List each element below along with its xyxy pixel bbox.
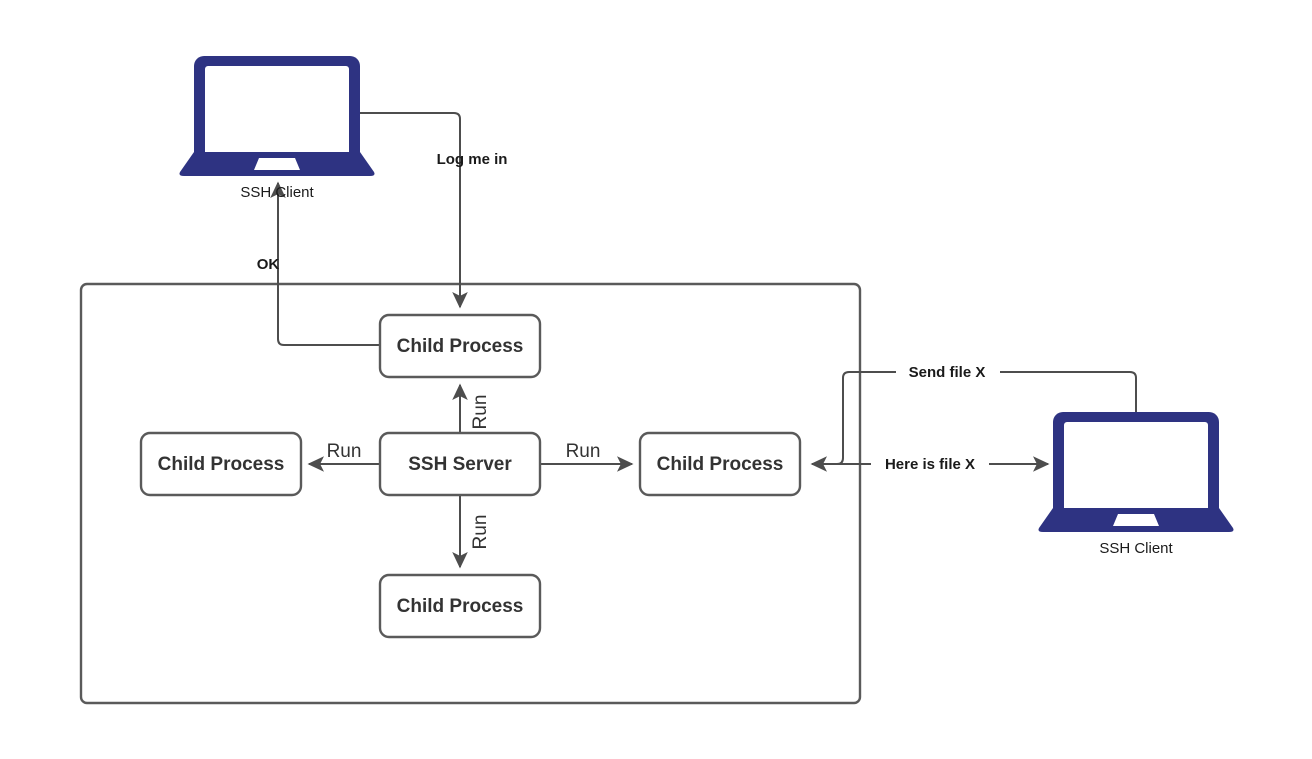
node-ssh-server[interactable]: SSH Server xyxy=(378,431,542,497)
label-mask-here xyxy=(871,454,989,474)
edge-here-is-file-x: Here is file X xyxy=(810,454,1050,474)
node-child-top[interactable]: Child Process xyxy=(378,313,542,379)
label-mask-send xyxy=(896,362,1000,382)
edge-label-run-down: Run xyxy=(470,515,491,550)
edge-run-left: Run xyxy=(307,441,380,472)
node-child-bottom[interactable]: Child Process xyxy=(378,573,542,639)
node-child-right-label: Child Process xyxy=(657,454,784,475)
node-child-left[interactable]: Child Process xyxy=(139,431,303,497)
laptop-icon-left[interactable]: SSH Client xyxy=(179,56,375,201)
edge-label-run-right: Run xyxy=(566,441,601,462)
edge-run-right: Run xyxy=(540,441,634,472)
node-ssh-server-label: SSH Server xyxy=(408,454,512,475)
node-child-left-label: Child Process xyxy=(158,454,285,475)
node-child-left-rect[interactable] xyxy=(139,431,303,497)
laptop-notch-right xyxy=(1113,514,1159,526)
laptop-screen-right xyxy=(1064,422,1208,518)
node-child-top-rect[interactable] xyxy=(378,313,542,379)
edge-label-log-me-in: Log me in xyxy=(437,151,508,168)
edge-label-run-up: Run xyxy=(470,395,491,430)
edge-label-run-left: Run xyxy=(327,441,362,462)
node-child-bottom-label: Child Process xyxy=(397,596,524,617)
edge-ok: OK xyxy=(257,181,380,346)
device-caption-right: SSH Client xyxy=(1099,540,1173,557)
edge-run-down: Run xyxy=(452,495,491,569)
laptop-icon-right[interactable]: SSH Client xyxy=(1038,412,1234,557)
edge-log-me-in: Log me in xyxy=(352,112,508,309)
node-ssh-server-rect[interactable] xyxy=(378,431,542,497)
edge-label-send-file-x-text: Send file X xyxy=(909,364,986,381)
server-boundary xyxy=(79,282,862,705)
edge-label-here-is-file-x: Here is file X xyxy=(885,456,975,473)
edge-label-ok: OK xyxy=(257,256,280,273)
edge-run-up: Run xyxy=(452,383,491,433)
node-child-right[interactable]: Child Process xyxy=(638,431,802,497)
node-child-bottom-rect[interactable] xyxy=(378,573,542,639)
laptop-notch-left xyxy=(254,158,300,170)
node-child-top-label: Child Process xyxy=(397,336,524,357)
node-child-right-rect[interactable] xyxy=(638,431,802,497)
device-caption-left: SSH Client xyxy=(240,184,314,201)
laptop-screen-left xyxy=(205,66,349,162)
